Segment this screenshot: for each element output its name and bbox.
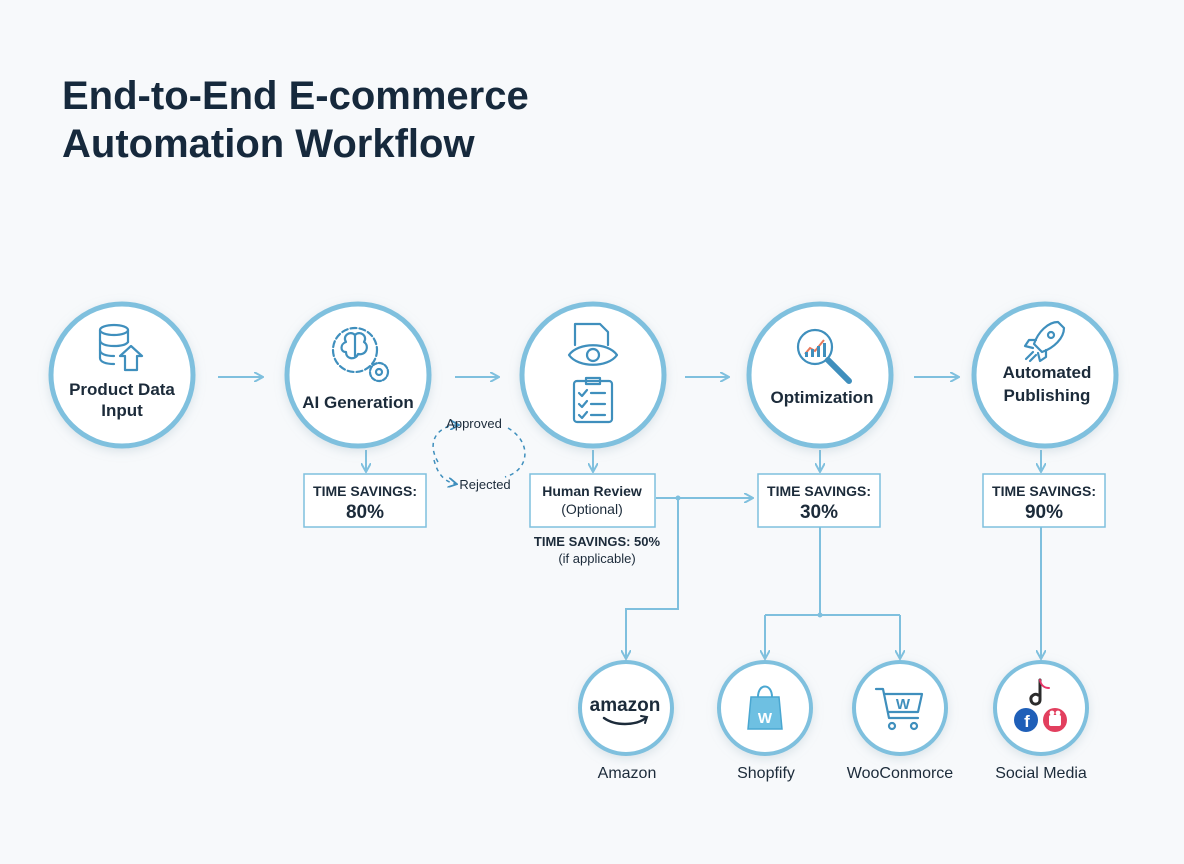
- rejected-arc: [433, 459, 456, 484]
- facebook-icon: f: [1014, 708, 1038, 732]
- step-label-line-2: Publishing: [1004, 386, 1091, 405]
- step-label-line-1: Product Data: [69, 380, 175, 399]
- platform-amazon[interactable]: amazon Amazon: [578, 660, 674, 782]
- page-title-line-2: Automation Workflow: [62, 122, 475, 166]
- community-icon: [1043, 708, 1067, 732]
- step-ai-generation[interactable]: AI Generation: [284, 301, 432, 449]
- shopping-bag-icon: W: [747, 685, 783, 730]
- step-product-data-input[interactable]: Product Data Input: [48, 301, 196, 449]
- review-savings-note-condition: (if applicable): [558, 551, 635, 566]
- platform-label: Shopfify: [737, 765, 795, 782]
- review-box: Human Review (Optional) TIME SAVINGS: 50…: [529, 473, 661, 566]
- platform-label: Social Media: [995, 765, 1087, 782]
- approved-arc: [432, 425, 458, 463]
- magnifier-chart-icon: [796, 328, 852, 384]
- savings-box-publishing: TIME SAVINGS: 90%: [982, 473, 1106, 528]
- approved-label: Approved: [446, 416, 502, 431]
- step-human-review[interactable]: [519, 301, 667, 449]
- page-title-line-1: End-to-End E-commerce: [62, 74, 529, 118]
- savings-box-ai-generation: TIME SAVINGS: 80%: [303, 473, 427, 528]
- amazon-logo-icon: amazon: [590, 695, 661, 726]
- social-media-icon: f: [1014, 678, 1067, 732]
- down-connectors: [366, 450, 1041, 471]
- eye-checklist-icon: [567, 322, 619, 424]
- savings-box-label: TIME SAVINGS:: [313, 483, 417, 499]
- shopping-cart-icon: W: [874, 687, 924, 731]
- arrow-to-amazon: [626, 498, 679, 658]
- database-upload-icon: [98, 323, 144, 372]
- page-title: End-to-End E-commerce Automation Workflo…: [62, 72, 702, 168]
- platform-woocommerce[interactable]: W WooConmorce: [847, 660, 954, 782]
- review-box-line-2: (Optional): [561, 501, 622, 517]
- step-label-line-1: Automated: [1003, 363, 1092, 382]
- step-label-line-2: Input: [101, 401, 143, 420]
- step-label-line-1: AI Generation: [302, 393, 413, 412]
- savings-box-value: 30%: [800, 502, 838, 523]
- savings-box-label: TIME SAVINGS:: [992, 483, 1096, 499]
- savings-box-value: 80%: [346, 502, 384, 523]
- platform-social-media[interactable]: f Social Media: [993, 660, 1089, 782]
- rejected-label: Rejected: [459, 477, 510, 492]
- shopify-logo-text: W: [758, 710, 773, 727]
- savings-box-value: 90%: [1025, 502, 1063, 523]
- brain-gear-icon: [331, 326, 390, 383]
- woocommerce-logo-text: W: [896, 696, 911, 713]
- savings-box-optimization: TIME SAVINGS: 30%: [757, 473, 881, 528]
- review-box-line-1: Human Review: [542, 483, 642, 499]
- review-savings-note: TIME SAVINGS: 50%: [534, 534, 661, 549]
- step-automated-publishing[interactable]: Automated Publishing: [971, 301, 1119, 449]
- savings-box-label: TIME SAVINGS:: [767, 483, 871, 499]
- step-label-line-1: Optimization: [771, 388, 874, 407]
- approved-arc-right: [504, 427, 526, 478]
- facebook-logo-text: f: [1024, 712, 1030, 731]
- step-optimization[interactable]: Optimization: [746, 301, 894, 449]
- platform-label: WooConmorce: [847, 765, 954, 782]
- platform-label: Amazon: [598, 765, 657, 782]
- approval-loop: Approved Rejected: [432, 416, 526, 492]
- amazon-logo-text: amazon: [590, 695, 661, 716]
- rocket-icon: [1023, 320, 1066, 363]
- tiktok-icon: [1029, 678, 1050, 706]
- platform-shopify[interactable]: W Shopfify: [717, 660, 813, 782]
